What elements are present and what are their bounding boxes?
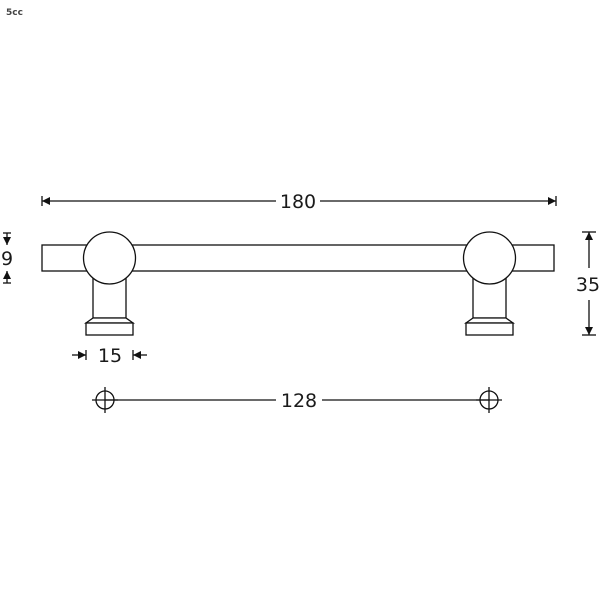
label-hole-spacing: 128: [281, 390, 317, 412]
right-post: [462, 231, 517, 336]
dimension-hole-spacing: [92, 387, 502, 413]
dimension-total-height: [582, 231, 596, 336]
label-post-diameter: 15: [98, 345, 122, 367]
label-total-height: 35: [576, 274, 600, 296]
dimension-bar-thickness: [2, 232, 11, 284]
label-overall-length: 180: [280, 191, 316, 213]
left-post: [82, 231, 137, 336]
label-bar-thickness: 9: [1, 248, 13, 270]
dimension-post-diameter: [72, 350, 147, 360]
drawing-code: 5cc: [6, 8, 23, 18]
dimension-overall-length: [41, 196, 557, 206]
